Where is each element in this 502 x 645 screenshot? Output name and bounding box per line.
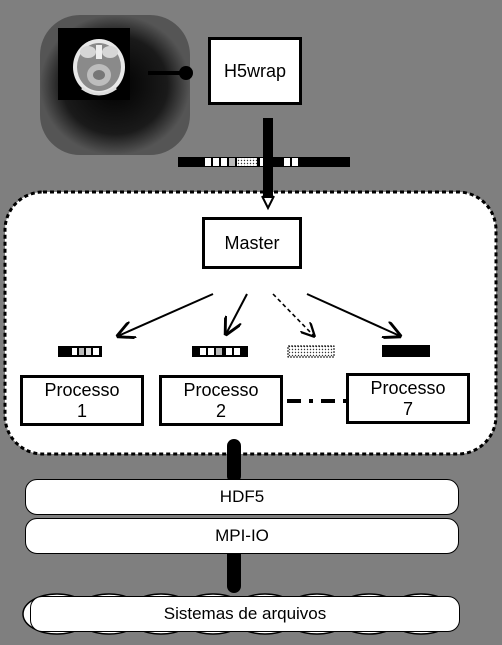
- arrow-master-p1: [118, 293, 214, 336]
- hdf5-layer: HDF5: [25, 479, 459, 515]
- arrow-master-pn: [272, 293, 314, 336]
- h5wrap-label: H5wrap: [223, 60, 287, 81]
- master-label: Master: [224, 232, 280, 253]
- master-box: Master: [202, 217, 302, 269]
- arrow-master-p2: [226, 293, 248, 334]
- chunk-p1: [58, 346, 102, 357]
- chunk-pn: [287, 345, 335, 358]
- process-1-box: Processo 1: [20, 375, 144, 426]
- arrow-master-p7: [306, 293, 400, 336]
- mpi-io-label: MPI-IO: [215, 526, 269, 545]
- process-7-label: Processo 7: [370, 377, 446, 419]
- process-2-label: Processo 2: [183, 379, 259, 421]
- filesystems-label: Sistemas de arquivos: [163, 604, 327, 623]
- process-2-box: Processo 2: [159, 375, 283, 426]
- h5wrap-box: H5wrap: [208, 37, 302, 105]
- chunk-p2: [192, 346, 248, 357]
- process-7-box: Processo 7: [346, 373, 470, 424]
- chunk-p7: [382, 345, 430, 357]
- brain-ct-image: [40, 15, 190, 155]
- filesystems-layer: Sistemas de arquivos: [30, 596, 460, 632]
- mpi-io-layer: MPI-IO: [25, 518, 459, 554]
- hdf5-label: HDF5: [219, 487, 265, 506]
- process-1-label: Processo 1: [44, 379, 120, 421]
